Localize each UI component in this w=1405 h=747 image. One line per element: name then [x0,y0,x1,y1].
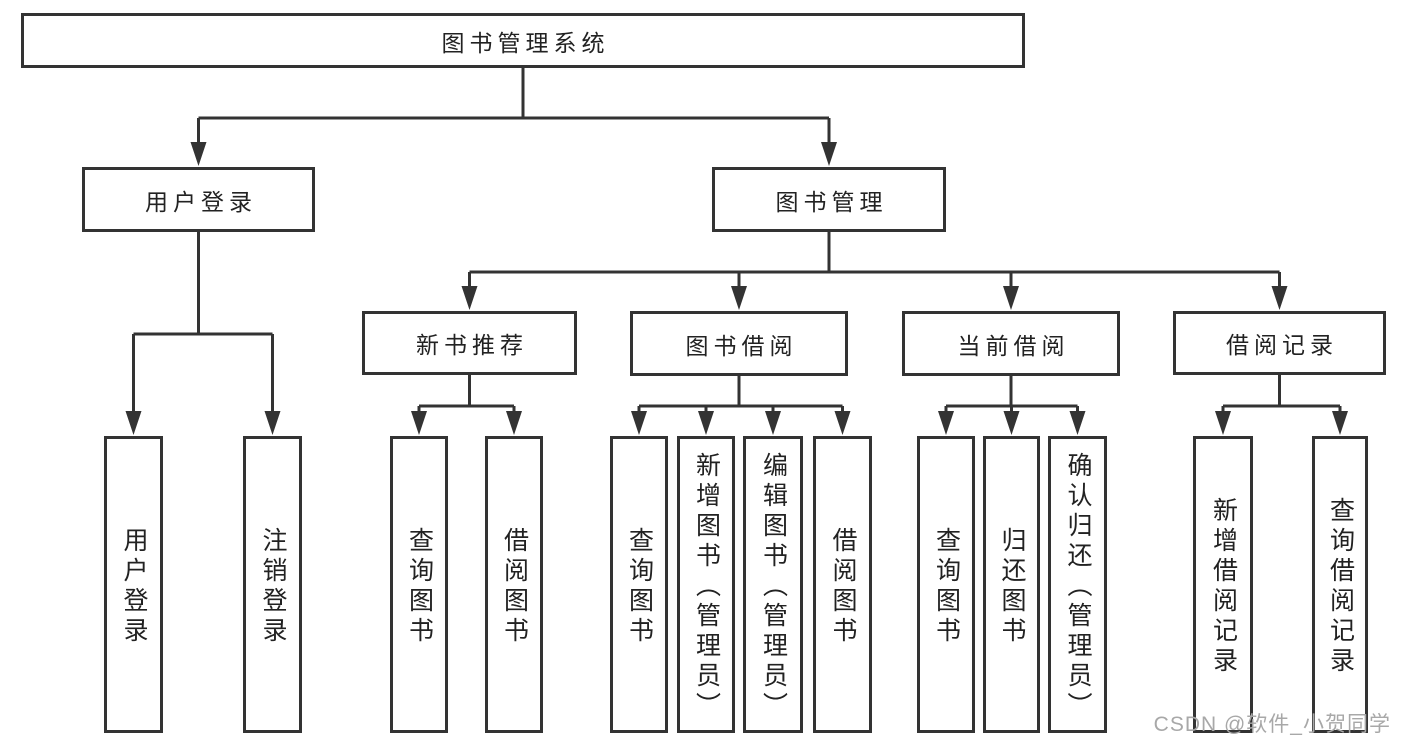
arrowhead-borrow-borrow-books [834,411,851,435]
arrowhead-book-mgmt [821,142,837,166]
node-new-book-rec: 新书推荐 [362,311,577,375]
node-label-current-return-books: 归还图书 [998,527,1026,647]
node-label-borrow-add-books: 新增图书（管理员） [692,452,721,722]
node-book-borrow: 图书借阅 [630,311,848,376]
arrowhead-current-confirm-return [1069,411,1086,435]
node-borrow-records: 借阅记录 [1173,311,1386,375]
node-rec-query-books: 查询图书 [390,436,448,733]
node-label-borrow-query-books: 查询图书 [625,527,654,647]
node-borrow-edit-books: 编辑图书（管理员） [743,436,803,733]
node-label-current-confirm-return: 确认归还（管理员） [1064,452,1092,722]
arrowhead-current-query-books [938,411,954,435]
connector-borrow-records [1221,373,1342,418]
node-label-new-book-rec: 新书推荐 [416,332,528,358]
arrowhead-rec-borrow-books [506,411,522,435]
node-borrow-add-books: 新增图书（管理员） [677,436,735,733]
node-label-records-add: 新增借阅记录 [1209,497,1238,677]
node-label-user-login-fn: 用户登录 [120,527,148,647]
arrowhead-records-query [1332,411,1348,435]
node-label-current-query-books: 查询图书 [932,527,961,647]
arrowhead-borrow-query-books [631,411,647,435]
node-label-user-login: 用户登录 [145,188,257,215]
arrowhead-current-borrow [1003,286,1019,310]
arrowhead-borrow-edit-books [765,411,781,435]
node-label-borrow-records: 借阅记录 [1226,332,1338,358]
arrowhead-current-return-books [1003,411,1020,435]
node-current-query-books: 查询图书 [917,436,975,733]
node-label-records-query: 查询借阅记录 [1326,497,1355,677]
node-label-borrow-borrow-books: 借阅图书 [829,527,857,647]
node-records-add: 新增借阅记录 [1193,436,1253,733]
arrowhead-user-login [190,142,207,166]
node-borrow-query-books: 查询图书 [610,436,668,733]
node-current-return-books: 归还图书 [983,436,1040,733]
node-label-rec-query-books: 查询图书 [405,527,434,647]
arrowhead-records-add [1215,411,1231,435]
arrowhead-borrow-add-books [698,411,714,435]
node-label-rec-borrow-books: 借阅图书 [500,527,529,647]
node-user-login-fn: 用户登录 [104,436,163,733]
node-book-mgmt: 图书管理 [712,167,946,232]
node-system: 图书管理系统 [21,13,1025,68]
node-label-logout-fn: 注销登录 [259,527,287,647]
arrowhead-logout-fn [264,411,281,435]
arrowhead-rec-query-books [411,411,427,435]
connector-user-login [132,230,274,418]
node-borrow-borrow-books: 借阅图书 [813,436,872,733]
node-label-system: 图书管理系统 [441,29,610,56]
node-label-current-borrow: 当前借阅 [957,332,1070,359]
arrowhead-book-borrow [731,286,747,310]
arrowhead-user-login-fn [125,411,142,435]
connector-book-mgmt [468,230,1281,293]
node-logout-fn: 注销登录 [243,436,302,733]
node-rec-borrow-books: 借阅图书 [485,436,543,733]
node-label-book-borrow: 图书借阅 [685,332,798,359]
node-label-book-mgmt: 图书管理 [775,188,888,215]
arrowhead-borrow-records [1271,286,1288,310]
node-records-query: 查询借阅记录 [1312,436,1368,733]
node-current-confirm-return: 确认归还（管理员） [1048,436,1107,733]
connector-system [197,66,831,149]
connector-new-book-rec [417,373,516,418]
watermark: CSDN @软件_小贺同学 [1153,713,1391,736]
arrowhead-new-book-rec [461,286,478,310]
node-user-login: 用户登录 [82,167,315,232]
node-label-borrow-edit-books: 编辑图书（管理员） [759,452,788,722]
node-current-borrow: 当前借阅 [902,311,1120,376]
